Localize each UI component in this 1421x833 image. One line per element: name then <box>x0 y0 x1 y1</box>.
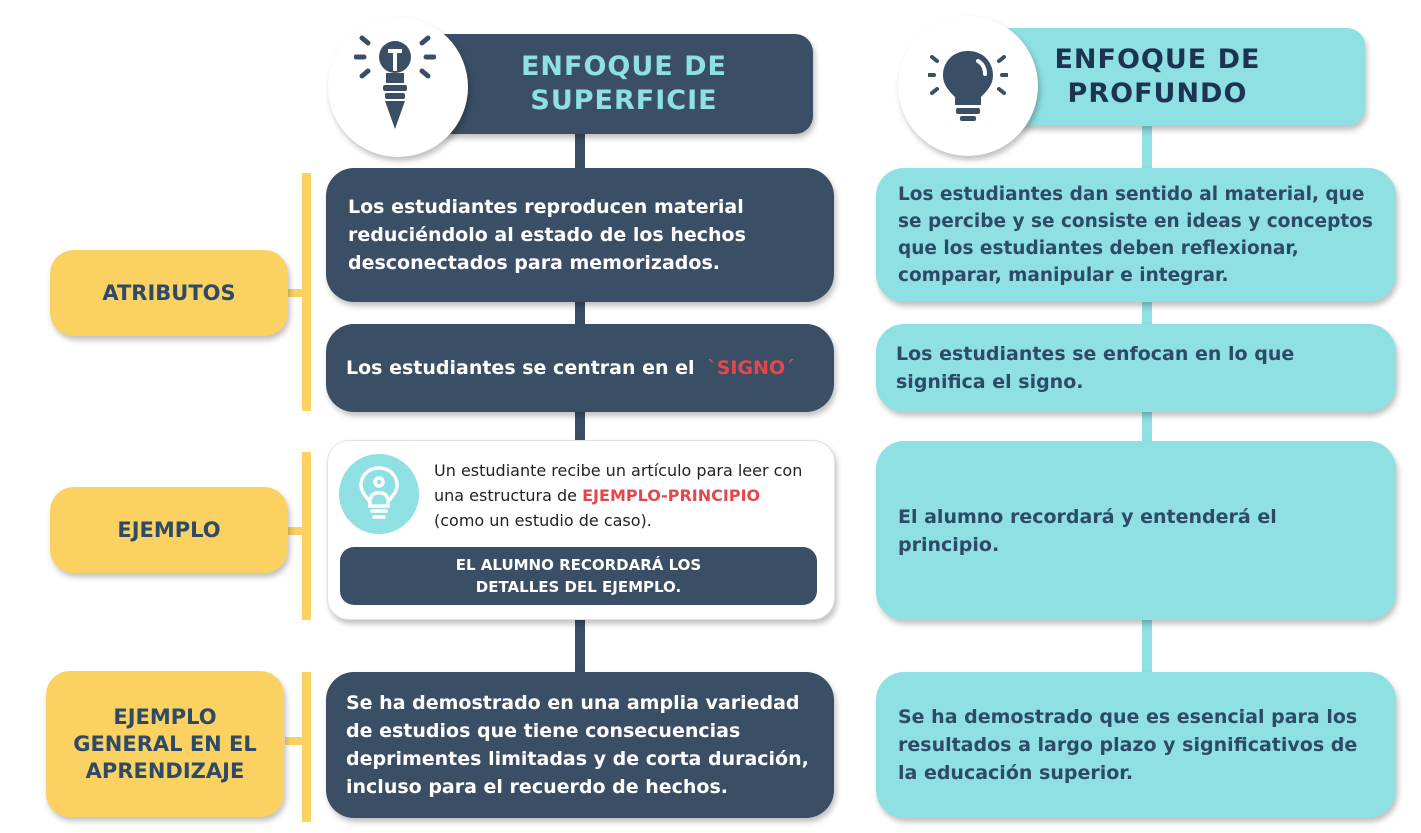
surface-header-line1: ENFOQUE DE <box>520 51 727 82</box>
attributes-bracket-connector <box>285 289 305 297</box>
surface-example-result-line2: DETALLES DEL EJEMPLO. <box>475 578 682 596</box>
general-bracket-connector <box>285 737 305 745</box>
person-lightbulb-icon <box>359 466 399 519</box>
deep-attribute-card-1: Los estudiantes dan sentido al material,… <box>876 168 1396 302</box>
deep-attr2-line1: Los estudiantes se enfocan en lo que <box>896 343 1295 365</box>
deep-attr2-line2: significa el signo. <box>896 371 1084 393</box>
surface-general-line1: Se ha demostrado en una amplia variedad <box>346 692 800 714</box>
deep-example-line2: principio. <box>898 533 1000 556</box>
surface-example-line2: una estructura de <box>434 486 578 505</box>
deep-header: ENFOQUE DE PROFUNDO <box>990 28 1365 126</box>
attributes-bracket <box>302 173 311 411</box>
surface-general-line2: de estudios que tiene consecuencias <box>346 720 741 742</box>
deep-header-line1: ENFOQUE DE <box>1054 44 1261 75</box>
surface-attr1-line3: desconectados para memorizados. <box>348 252 720 274</box>
deep-attr1-line3: que los estudiantes deben reflexionar, <box>898 238 1299 259</box>
surface-general-line4: incluso para el recuerdo de hechos. <box>346 776 729 798</box>
surface-general-line3: deprimentes limitadas y de corta duració… <box>346 748 809 770</box>
surface-attribute-card-2: Los estudiantes se centran en el `SIGNO´ <box>326 324 834 412</box>
surface-general-card: Se ha demostrado en una amplia variedad … <box>326 672 834 818</box>
label-general-line3: APRENDIZAJE <box>85 758 245 783</box>
label-general-line1: EJEMPLO <box>113 704 217 729</box>
surface-example-line3: (como un estudio de caso). <box>434 511 652 530</box>
general-bracket <box>302 672 311 822</box>
surface-example-result-line1: EL ALUMNO RECORDARÁ LOS <box>455 556 702 574</box>
deep-general-line2: resultados a largo plazo y significativo… <box>898 734 1358 756</box>
deep-attr1-line4: comparar, manipular e integrar. <box>898 265 1229 286</box>
label-general-example: EJEMPLO GENERAL EN EL APRENDIZAJE <box>46 671 284 817</box>
deep-attribute-card-2: Los estudiantes se enfocan en lo que sig… <box>876 324 1396 412</box>
surface-header-line2: SUPERFICIE <box>530 85 718 116</box>
sign-highlight: `SIGNO´ <box>707 357 795 379</box>
label-example-text: EJEMPLO <box>117 517 221 542</box>
deep-general-card: Se ha demostrado que es esencial para lo… <box>876 672 1396 818</box>
deep-example-card: El alumno recordará y entenderá el princ… <box>876 441 1396 620</box>
pen-lightbulb-icon <box>354 35 436 129</box>
surface-attribute-card-1: Los estudiantes reproducen material redu… <box>326 168 834 302</box>
surface-example-line1: Un estudiante recibe un artículo para le… <box>434 461 803 480</box>
label-example: EJEMPLO <box>50 487 288 573</box>
deep-example-line1: El alumno recordará y entenderá el <box>898 505 1277 528</box>
surface-attr1-line1: Los estudiantes reproducen material <box>348 196 744 218</box>
example-bracket <box>302 452 311 620</box>
label-attributes-text: ATRIBUTOS <box>102 280 236 305</box>
deep-attr1-line2: se percibe y se consiste en ideas y conc… <box>898 211 1373 232</box>
deep-general-line1: Se ha demostrado que es esencial para lo… <box>898 706 1358 728</box>
surface-example-text: Un estudiante recibe un artículo para le… <box>434 458 829 533</box>
surface-attr2-text: Los estudiantes se centran en el <box>346 357 695 379</box>
example-bracket-connector <box>285 527 305 535</box>
surface-attr1-line2: reduciéndolo al estado de los hechos <box>348 224 746 246</box>
deep-general-line3: la educación superior. <box>898 762 1134 784</box>
deep-attr1-line1: Los estudiantes dan sentido al material,… <box>898 184 1365 205</box>
deep-header-line2: PROFUNDO <box>1067 78 1248 109</box>
label-general-line2: GENERAL EN EL <box>73 731 257 756</box>
lightbulb-icon <box>928 51 1008 121</box>
surface-example-result: EL ALUMNO RECORDARÁ LOS DETALLES DEL EJE… <box>340 547 817 605</box>
example-principle-highlight: EJEMPLO-PRINCIPIO <box>582 486 761 505</box>
label-attributes: ATRIBUTOS <box>50 250 288 336</box>
